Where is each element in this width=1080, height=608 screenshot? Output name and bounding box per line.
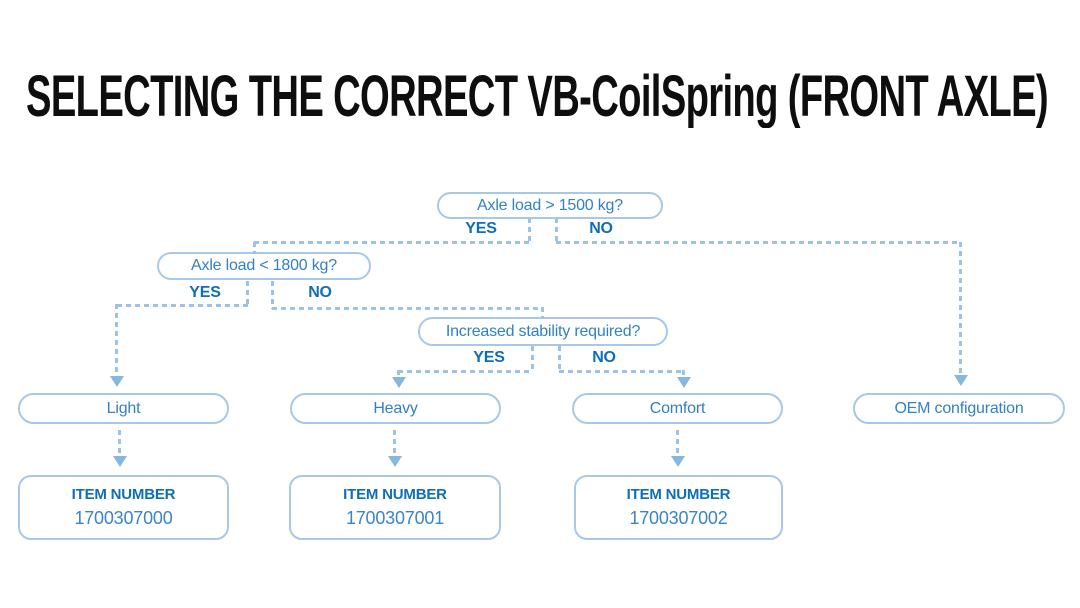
result-label: Light — [106, 399, 141, 417]
no-label-d1: NO — [589, 220, 613, 237]
arrowhead-comfort — [677, 377, 691, 388]
result-label: Heavy — [373, 399, 418, 417]
connector-d2-no-horizontal — [272, 307, 543, 310]
item-number-box-comfort: ITEM NUMBER 1700307002 — [574, 475, 783, 540]
yes-label-d1: YES — [465, 220, 497, 237]
yes-label-d2: YES — [189, 284, 221, 301]
item-number-heading: ITEM NUMBER — [343, 486, 447, 503]
connector-d1-no-horizontal — [556, 241, 961, 244]
decision-question: Axle load > 1500 kg? — [477, 196, 623, 214]
connector-d3-no-horizontal — [559, 370, 685, 373]
connector-d2-yes-stub — [246, 281, 249, 306]
arrowhead-item-comfort — [671, 456, 685, 467]
result-box-comfort: Comfort — [572, 393, 783, 424]
connector-light-to-item — [118, 430, 121, 457]
connector-drop-to-comfort — [682, 370, 685, 378]
arrowhead-item-heavy — [388, 456, 402, 467]
connector-drop-to-oem — [959, 242, 962, 376]
result-box-light: Light — [18, 393, 229, 424]
connector-d3-no-stub — [558, 346, 561, 372]
page-title: SELECTING THE CORRECT VB-CoilSpring (FRO… — [26, 66, 1056, 128]
connector-d1-yes-horizontal — [254, 241, 530, 244]
arrowhead-item-light — [113, 456, 127, 467]
arrowhead-oem — [954, 375, 968, 386]
no-label-d3: NO — [592, 349, 616, 366]
item-number-box-heavy: ITEM NUMBER 1700307001 — [289, 475, 501, 540]
connector-d1-yes-stub — [528, 218, 531, 243]
item-number-value: 1700307000 — [74, 508, 173, 528]
connector-d1-no-stub — [555, 218, 558, 243]
connector-d3-yes-horizontal — [398, 370, 533, 373]
result-box-oem-configuration: OEM configuration — [853, 393, 1065, 424]
arrowhead-light — [110, 376, 124, 387]
connector-drop-to-d2 — [253, 242, 256, 254]
connector-drop-to-d3 — [541, 307, 544, 319]
item-number-box-light: ITEM NUMBER 1700307000 — [18, 475, 229, 540]
item-number-heading: ITEM NUMBER — [71, 486, 176, 503]
connector-heavy-to-item — [393, 430, 396, 457]
decision-box-increased-stability: Increased stability required? — [418, 317, 668, 346]
item-number-value: 1700307002 — [629, 508, 728, 528]
item-number-heading: ITEM NUMBER — [626, 486, 731, 503]
connector-drop-to-heavy — [397, 370, 400, 378]
connector-d2-no-stub — [271, 281, 274, 309]
decision-box-axle-load-1800: Axle load < 1800 kg? — [157, 252, 371, 280]
connector-d3-yes-stub — [531, 346, 534, 372]
decision-box-axle-load-1500: Axle load > 1500 kg? — [437, 192, 663, 219]
decision-question: Axle load < 1800 kg? — [191, 257, 337, 274]
result-label: Comfort — [649, 399, 706, 417]
connector-d2-yes-horizontal — [117, 304, 248, 307]
yes-label-d3: YES — [473, 349, 505, 366]
connector-comfort-to-item — [676, 430, 679, 457]
result-label: OEM configuration — [894, 399, 1024, 417]
result-box-heavy: Heavy — [290, 393, 501, 424]
no-label-d2: NO — [308, 284, 332, 301]
item-number-value: 1700307001 — [345, 508, 445, 528]
page-title-text: SELECTING THE CORRECT VB-CoilSpring (FRO… — [26, 66, 1048, 128]
connector-drop-to-light — [115, 304, 118, 377]
arrowhead-heavy — [392, 377, 406, 388]
decision-question: Increased stability required? — [445, 322, 641, 340]
